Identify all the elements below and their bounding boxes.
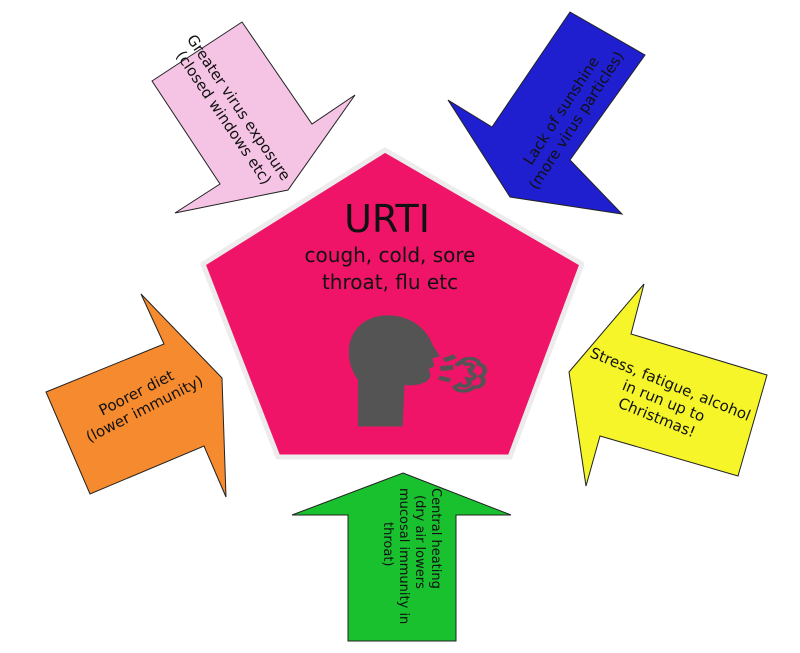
urti-pentagon <box>200 147 585 460</box>
svg-text:throat): throat) <box>380 522 395 566</box>
arrow-diet <box>45 293 227 498</box>
urti-subtitle-line-2: throat, flu etc <box>322 270 458 294</box>
urti-subtitle-line-1: cough, cold, sore <box>305 243 476 267</box>
arrow-stress <box>568 283 768 487</box>
svg-text:mucosal immunity in: mucosal immunity in <box>396 488 411 624</box>
urti-title: URTI <box>344 197 430 241</box>
arrow-central-heating <box>291 472 512 642</box>
arrow-virus-exposure <box>151 21 356 214</box>
label-central-heating: Central heating (dry air lowers mucosal … <box>380 488 443 624</box>
svg-text:Central heating: Central heating <box>428 488 443 589</box>
svg-text:(dry air lowers: (dry air lowers <box>412 495 427 589</box>
arrow-sunshine <box>447 11 646 215</box>
person-coughing-icon <box>348 315 488 427</box>
